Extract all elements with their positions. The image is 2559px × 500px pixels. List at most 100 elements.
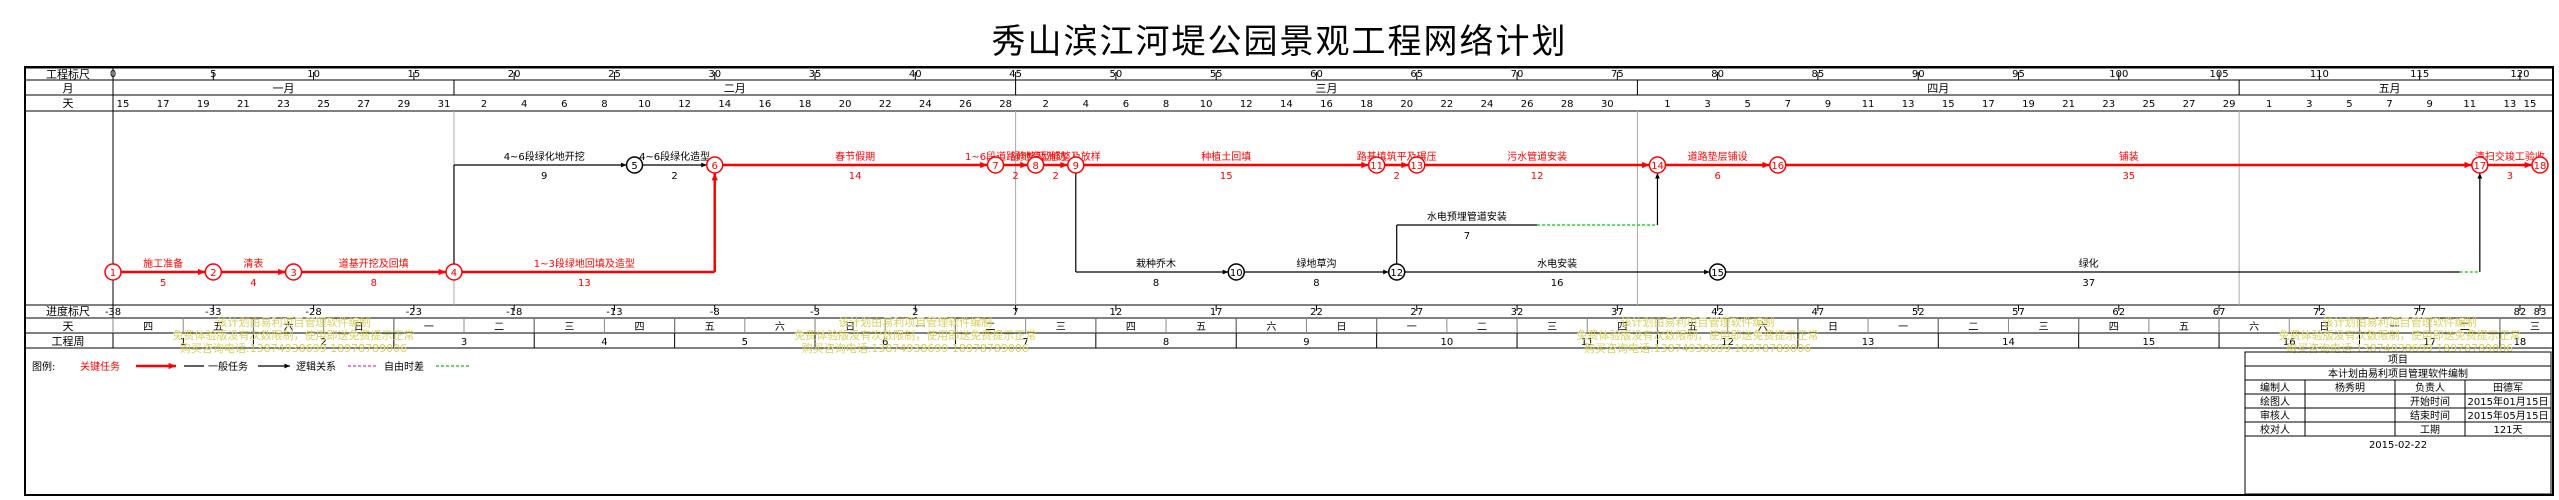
weekday-label: 三 xyxy=(564,322,574,333)
day-tick-label: 5 xyxy=(1745,99,1751,110)
legend-logic-label: 逻辑关系 xyxy=(296,360,336,373)
progress-tick-label: 27 xyxy=(1410,307,1423,318)
day-tick-label: 23 xyxy=(277,99,290,110)
week-label: 16 xyxy=(2283,337,2296,348)
day-tick-label: 9 xyxy=(1825,99,1831,110)
day-tick-label: 13 xyxy=(2504,99,2517,110)
node-circle xyxy=(1769,156,1787,174)
activity-12-14-v-head xyxy=(1655,173,1660,179)
row-label-progress: 进度标尺 xyxy=(46,304,90,318)
day-tick-label: 1 xyxy=(2266,99,2272,110)
progress-tick-label: 62 xyxy=(2112,307,2125,318)
day-tick-label: 20 xyxy=(839,99,852,110)
activity-duration: 7 xyxy=(1464,231,1470,242)
scale-tick-label: 55 xyxy=(1210,69,1223,80)
chart-title: 秀山滨江河堤公园景观工程网络计划 xyxy=(991,22,1568,62)
activity-17-18-head xyxy=(2524,161,2532,169)
weekday-label: 日 xyxy=(845,322,855,333)
progress-tick-label: -38 xyxy=(105,307,121,318)
progress-tick-label: 17 xyxy=(1210,307,1223,318)
day-tick-label: 27 xyxy=(357,99,370,110)
day-tick-label: 29 xyxy=(2223,99,2236,110)
weekday-label: 日 xyxy=(354,322,364,333)
activity-duration: 8 xyxy=(1313,278,1319,289)
progress-tick-label: 37 xyxy=(1611,307,1624,318)
watermark-text: 免费体验版没有次数限制，使用即送免费提示正常 xyxy=(1577,328,1819,342)
progress-tick-label: 83 xyxy=(2534,307,2547,318)
day-tick-label: 15 xyxy=(2524,99,2537,110)
scale-tick-label: 60 xyxy=(1310,69,1323,80)
activity-duration: 9 xyxy=(541,171,547,182)
day-tick-label: 8 xyxy=(601,99,607,110)
info-cell: 校对人 xyxy=(2260,423,2290,436)
scale-tick-label: 100 xyxy=(2109,69,2128,80)
day-tick-label: 20 xyxy=(1400,99,1413,110)
progress-tick-label: 7 xyxy=(1012,307,1018,318)
day-tick-label: 15 xyxy=(117,99,130,110)
week-label: 7 xyxy=(1022,337,1028,348)
day-tick-label: 22 xyxy=(879,99,892,110)
activity-13-14-head xyxy=(1642,161,1650,169)
legend-critical-line-head xyxy=(168,362,176,370)
day-tick-label: 26 xyxy=(959,99,972,110)
node-circle xyxy=(705,156,724,174)
progress-tick-label: -3 xyxy=(810,307,820,318)
scale-tick-label: 5 xyxy=(210,69,216,80)
node-label: 7 xyxy=(992,161,998,172)
node-label: 6 xyxy=(712,161,718,172)
legend-critical-label: 关键任务 xyxy=(80,360,120,373)
day-tick-label: 7 xyxy=(2386,99,2392,110)
scale-tick-label: 115 xyxy=(2410,69,2429,80)
node-circle xyxy=(2471,156,2489,174)
activity-3-4-head xyxy=(438,268,446,276)
progress-tick-label: 22 xyxy=(1310,307,1323,318)
activity-duration: 16 xyxy=(1551,278,1564,289)
weekday-label: 四 xyxy=(1126,322,1136,333)
day-tick-label: 24 xyxy=(1481,99,1494,110)
weekday-label: 五 xyxy=(2179,322,2189,333)
node-label: 17 xyxy=(2473,161,2486,172)
day-tick-label: 23 xyxy=(2102,99,2115,110)
activity-name: 清表 xyxy=(243,257,263,270)
day-tick-label: 13 xyxy=(1902,99,1915,110)
weekday-label: 三 xyxy=(2530,322,2540,333)
info-cell: 2015年01月15日 xyxy=(2468,395,2549,408)
node-circle xyxy=(1367,156,1386,174)
weekday-label: 四 xyxy=(143,322,153,333)
node-circle xyxy=(1026,156,1045,174)
activity-name: 栽种乔木 xyxy=(1136,257,1176,270)
week-label: 2 xyxy=(320,337,326,348)
day-tick-label: 17 xyxy=(1982,99,1995,110)
activity-name: 1~3段绿地回填及造型 xyxy=(534,257,635,270)
scale-tick-label: 10 xyxy=(307,69,320,80)
node-circle xyxy=(2531,156,2549,174)
day-tick-label: 3 xyxy=(1704,99,1710,110)
day-tick-label: 3 xyxy=(2306,99,2312,110)
weekday-label: 二 xyxy=(1477,322,1487,333)
activity-name: 道路垫层铺设 xyxy=(1688,150,1748,163)
activity-11-13-head xyxy=(1401,161,1409,169)
watermark-text: 购买咨询电话:13874938699 18978789006 xyxy=(180,341,407,355)
activity-duration: 6 xyxy=(1714,171,1720,182)
day-tick-label: 26 xyxy=(1521,99,1534,110)
day-tick-label: 14 xyxy=(1280,99,1293,110)
watermark-text: 该计划由易利项目管理软件编制 xyxy=(838,315,992,329)
info-cell: 编制人 xyxy=(2260,381,2290,394)
day-tick-label: 11 xyxy=(2463,99,2476,110)
row-label-day: 天 xyxy=(63,97,74,110)
day-tick-label: 10 xyxy=(1200,99,1213,110)
weekday-label: 三 xyxy=(1547,322,1557,333)
progress-tick-label: 57 xyxy=(2012,307,2025,318)
day-tick-label: 1 xyxy=(1664,99,1670,110)
activity-9-11-head xyxy=(1361,161,1369,169)
week-label: 11 xyxy=(1581,337,1594,348)
weekday-label: 一 xyxy=(424,322,434,333)
activity-name: 绿地草沟 xyxy=(1296,257,1336,270)
week-label: 6 xyxy=(882,337,888,348)
weekday-label: 六 xyxy=(284,321,294,333)
scale-tick-label: 95 xyxy=(2012,69,2025,80)
day-tick-label: 8 xyxy=(1163,99,1169,110)
week-label: 3 xyxy=(461,337,467,348)
activity-7-8-head xyxy=(1020,161,1028,169)
